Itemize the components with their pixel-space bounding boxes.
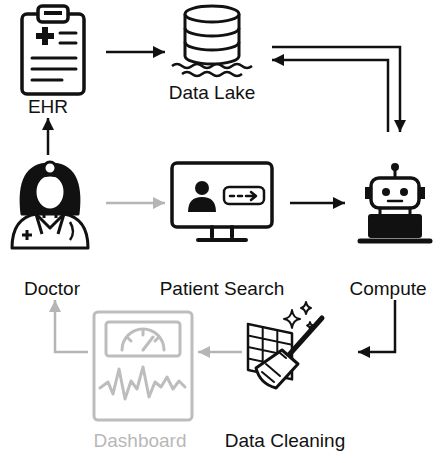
robot-icon bbox=[371, 178, 419, 208]
doctor-icon bbox=[44, 210, 56, 218]
node-label: EHR bbox=[28, 96, 68, 118]
dashboard-icon bbox=[122, 329, 164, 350]
database-icon bbox=[172, 64, 252, 68]
clipboard-icon bbox=[22, 6, 84, 94]
flow-arrow bbox=[47, 118, 50, 155]
clipboard-icon bbox=[44, 11, 62, 15]
database-icon bbox=[185, 6, 239, 22]
node-label: Dashboard bbox=[94, 430, 187, 452]
database-icon bbox=[182, 72, 242, 76]
dashboard-icon bbox=[100, 367, 185, 399]
flow-arrow bbox=[290, 202, 345, 205]
cleaning-icon bbox=[301, 302, 311, 314]
robot-icon bbox=[391, 163, 399, 171]
cleaning-icon bbox=[262, 353, 286, 382]
node-label: Data Lake bbox=[169, 82, 256, 104]
storage-node: Data Lake bbox=[165, 2, 272, 104]
monitor-icon bbox=[230, 192, 256, 200]
monitor-icon bbox=[195, 181, 209, 195]
monitor-icon bbox=[188, 197, 216, 212]
dashboard-node: Dashboard bbox=[88, 308, 198, 452]
dashboard-icon bbox=[94, 312, 192, 420]
dashboard-icon bbox=[128, 331, 158, 341]
robot-icon bbox=[380, 208, 410, 214]
flow-arrow bbox=[198, 351, 242, 354]
clipboard-icon bbox=[36, 27, 54, 45]
cleaning-icon bbox=[284, 310, 300, 328]
robot-icon bbox=[388, 200, 402, 203]
dashboard-icon bbox=[94, 312, 192, 420]
process-node: Data Cleaning bbox=[242, 308, 358, 452]
cleaning-icon bbox=[307, 322, 313, 329]
doctor-icon bbox=[12, 162, 88, 248]
cleaning-icon bbox=[256, 350, 298, 388]
doctor-icon bbox=[44, 162, 56, 174]
dashboard-icon bbox=[143, 337, 153, 350]
database-icon bbox=[185, 28, 239, 50]
clipboard-icon bbox=[32, 33, 76, 80]
actor-node: Doctor bbox=[2, 155, 106, 300]
robot-icon bbox=[368, 214, 422, 238]
clipboard-icon bbox=[22, 14, 84, 94]
record-node: EHR bbox=[2, 2, 106, 118]
node-label: Patient Search bbox=[160, 278, 285, 300]
flow-arrow bbox=[272, 60, 388, 132]
doctor-icon bbox=[35, 174, 65, 210]
robot-icon bbox=[382, 188, 390, 196]
robot-icon bbox=[360, 239, 430, 244]
node-label: Doctor bbox=[24, 278, 80, 300]
clipboard-icon bbox=[38, 6, 68, 22]
robot-icon bbox=[360, 163, 430, 241]
flow-arrow bbox=[358, 300, 395, 352]
flow-arrow bbox=[106, 51, 165, 54]
flow-arrow bbox=[272, 47, 400, 132]
compute-node: Compute bbox=[345, 132, 438, 300]
monitor-icon bbox=[198, 227, 246, 240]
doctor-icon bbox=[22, 230, 32, 240]
robot-icon bbox=[400, 188, 408, 196]
doctor-icon bbox=[36, 214, 64, 234]
monitor-icon bbox=[224, 187, 264, 204]
doctor-icon bbox=[70, 222, 73, 240]
dashboard-icon bbox=[106, 322, 180, 356]
doctor-icon bbox=[12, 214, 88, 248]
monitor-icon bbox=[172, 163, 272, 227]
flow-arrow bbox=[106, 202, 165, 205]
cleaning-icon bbox=[248, 302, 322, 388]
database-icon bbox=[172, 6, 252, 76]
monitor-icon bbox=[172, 163, 272, 240]
node-label: Compute bbox=[349, 278, 426, 300]
node-label: Data Cleaning bbox=[225, 430, 345, 452]
app-node: Patient Search bbox=[165, 155, 290, 300]
flow-arrow bbox=[55, 300, 88, 352]
